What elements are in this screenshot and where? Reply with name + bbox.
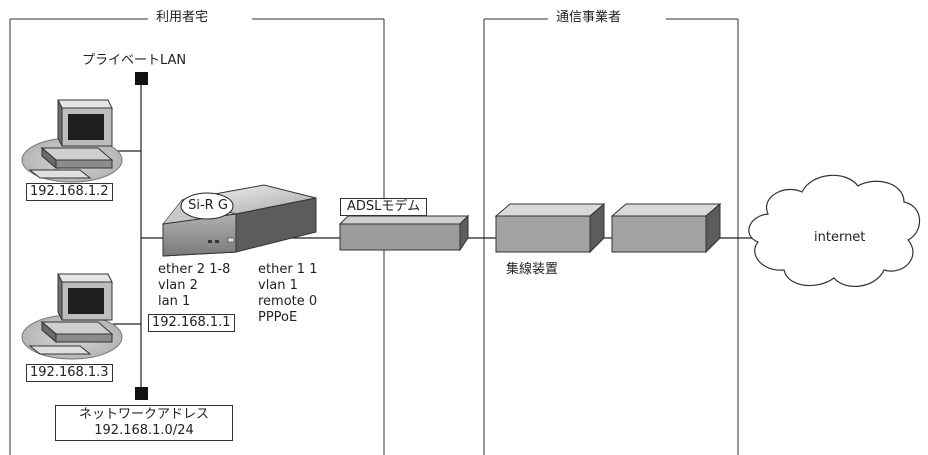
- internet-cloud-icon: [748, 174, 921, 287]
- private-lan-label: プライベートLAN: [82, 53, 187, 68]
- pc2-computer-icon: [21, 273, 123, 360]
- concentrator-2-icon: [610, 202, 722, 254]
- adsl-modem-icon: [338, 214, 470, 252]
- pc1-computer-icon: [21, 99, 123, 183]
- wan-if-line3: remote 0: [258, 294, 318, 309]
- customer-zone-title: 利用者宅: [152, 10, 213, 26]
- carrier-zone-title: 通信事業者: [552, 10, 626, 26]
- carrier-zone-frame: [483, 18, 739, 455]
- router-lan-ip: 192.168.1.1: [148, 314, 235, 332]
- network-address-value: 192.168.1.0/24: [94, 423, 194, 438]
- adsl-modem-label: ADSLモデム: [340, 198, 428, 216]
- router-name: Si-R G: [188, 198, 228, 213]
- pc2-ip-label: 192.168.1.3: [26, 364, 113, 382]
- lan-if-line2: vlan 2: [158, 278, 198, 293]
- router-device-icon: [162, 184, 317, 257]
- pc1-ip-label: 192.168.1.2: [26, 183, 113, 201]
- lan-backbone: [113, 78, 756, 393]
- network-address-title: ネットワークアドレス: [78, 407, 209, 422]
- wan-if-line4: PPPoE: [258, 310, 298, 325]
- router-name-badge: [180, 192, 234, 220]
- network-address-box: ネットワークアドレス 192.168.1.0/24: [55, 405, 233, 441]
- lan-terminator-top: [135, 72, 148, 85]
- router-wan-interface: ether 1 1 vlan 1 remote 0 PPPoE: [258, 262, 317, 326]
- internet-label: internet: [814, 230, 866, 245]
- concentrator-label: 集線装置: [506, 262, 559, 277]
- wan-if-line1: ether 1 1: [258, 262, 318, 277]
- lan-if-line1: ether 2 1-8: [158, 262, 231, 277]
- lan-terminator-bottom: [135, 387, 148, 400]
- lan-if-line3: lan 1: [158, 294, 191, 309]
- router-lan-interface: ether 2 1-8 vlan 2 lan 1: [158, 262, 230, 310]
- wan-if-line2: vlan 1: [258, 278, 298, 293]
- concentrator-1-icon: [494, 202, 606, 254]
